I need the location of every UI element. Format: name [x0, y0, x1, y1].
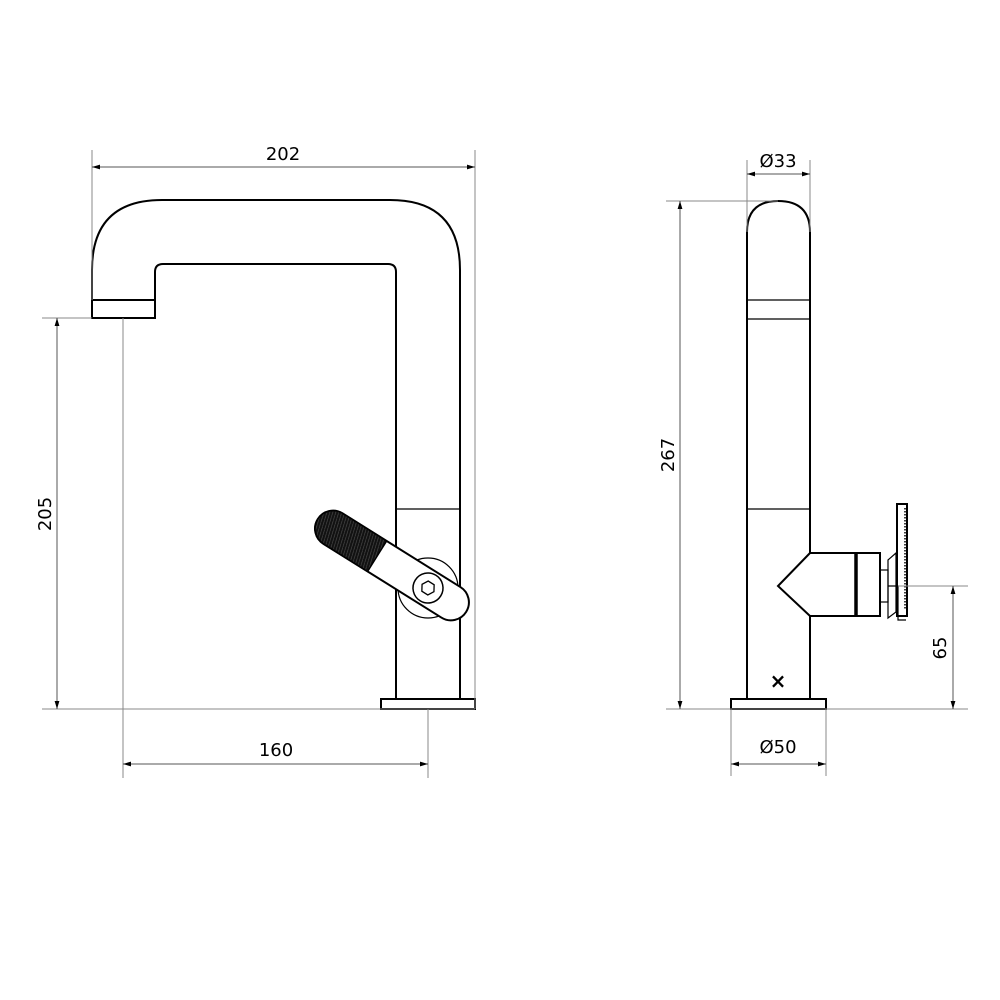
aerator: [91, 299, 156, 319]
side-view: × Ø33 267 65 Ø50: [658, 151, 968, 776]
front-view: 202 205 160: [35, 144, 476, 778]
dim-overall-height: 267: [658, 438, 679, 472]
cartridge: [776, 552, 881, 617]
dim-lever-height: 65: [930, 637, 951, 660]
spout-outer: [91, 199, 461, 700]
dim-base-diameter: Ø50: [759, 737, 796, 758]
side-body: [746, 199, 811, 699]
cold-marker: ×: [770, 669, 787, 693]
dim-spout-reach: 160: [259, 740, 293, 761]
lever-handle: [314, 509, 470, 622]
dim-spout-height: 205: [35, 497, 56, 531]
base-plate: [380, 698, 476, 710]
side-lever-plate: [896, 503, 908, 617]
dim-body-diameter: Ø33: [759, 151, 796, 172]
dim-overall-width: 202: [266, 144, 300, 165]
side-base-plate: [730, 698, 827, 710]
hex-screw-icon: [421, 580, 435, 596]
spout-inner: [154, 263, 397, 700]
